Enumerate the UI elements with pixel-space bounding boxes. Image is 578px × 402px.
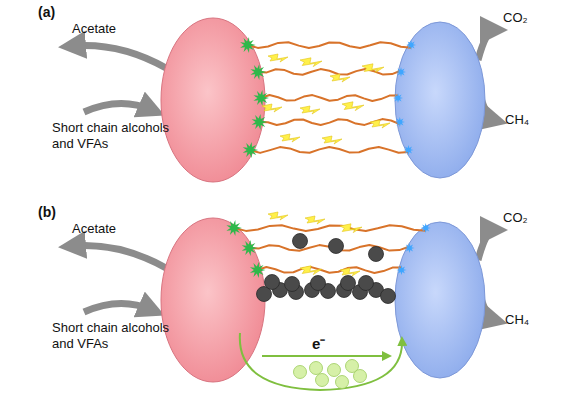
cytochrome-star [240, 37, 256, 53]
cytochrome-star [226, 220, 242, 236]
cytochrome-star [243, 142, 259, 158]
mediator-particle [354, 370, 367, 383]
panel-label: (b) [38, 204, 56, 220]
conductive-particle [265, 275, 280, 290]
lightning-bolt [268, 212, 288, 220]
cytochrome-star [250, 262, 266, 278]
receptor-star [405, 243, 415, 253]
product-label: CH₄ [505, 112, 529, 128]
conductive-particle [369, 247, 384, 262]
receptor-star [404, 145, 414, 155]
cytochrome-star [254, 90, 270, 106]
flux-arrow [72, 245, 166, 268]
mediator-particle [316, 374, 329, 387]
product-label: Acetate [72, 21, 116, 37]
mediator-particle [328, 364, 341, 377]
lightning-bolt [340, 224, 362, 233]
conductive-wire [234, 225, 426, 231]
cytochrome-star [250, 64, 266, 80]
conductive-particle [293, 234, 308, 249]
conductive-wire [248, 42, 412, 48]
cytochrome-star [242, 240, 258, 256]
bacterium-cell [161, 18, 265, 182]
flux-arrow [72, 45, 166, 68]
receptor-star [396, 67, 406, 77]
panel-label: (a) [38, 4, 55, 20]
conductive-wire [250, 147, 408, 153]
lightning-bolt [342, 102, 364, 111]
conductive-particle [341, 276, 356, 291]
bacterium-cell [161, 218, 265, 382]
lightning-bolt [300, 106, 320, 114]
flux-arrow [478, 230, 494, 260]
electron-arrow [262, 355, 388, 357]
conductive-wire [257, 267, 401, 273]
conductive-particle [381, 289, 396, 304]
flux-arrow [478, 30, 494, 60]
lightning-bolt [268, 54, 288, 62]
lightning-bolt [340, 268, 360, 276]
product-label: CO₂ [503, 210, 528, 226]
lightning-bolt [300, 58, 322, 67]
lightning-bolt [305, 216, 325, 224]
receptor-star [393, 93, 403, 103]
lightning-bolt [300, 266, 322, 275]
receptor-star [421, 223, 431, 233]
receptor-star [397, 265, 407, 275]
product-label: Acetate [72, 221, 116, 237]
electron-loop [240, 333, 402, 390]
mediator-particle [336, 376, 349, 389]
flux-arrow [84, 103, 152, 112]
lightning-bolt [280, 134, 300, 142]
cytochrome-star [252, 114, 268, 130]
lightning-bolt [362, 64, 384, 73]
electron-label: e⁻ [312, 336, 325, 352]
archaeon-cell [395, 22, 485, 178]
product-label: CH₄ [505, 312, 529, 328]
mediator-particle [310, 362, 323, 375]
conductive-particle [329, 239, 344, 254]
flux-arrow [84, 303, 152, 312]
conductive-wire [261, 95, 398, 101]
lightning-bolt [370, 120, 390, 128]
product-label: CO₂ [503, 10, 528, 26]
substrate-label: Short chain alcohols and VFAs [52, 120, 174, 152]
mediator-particle [294, 366, 307, 379]
substrate-label: Short chain alcohols and VFAs [52, 320, 174, 352]
receptor-star [395, 117, 405, 127]
conductive-particle [359, 276, 374, 291]
receptor-star [406, 40, 416, 50]
archaeon-cell [395, 222, 485, 378]
lightning-bolt [322, 136, 342, 144]
conductive-particle [285, 277, 300, 292]
lightning-bolt [262, 104, 282, 112]
conductive-particle [311, 276, 326, 291]
lightning-bolt [330, 74, 350, 82]
